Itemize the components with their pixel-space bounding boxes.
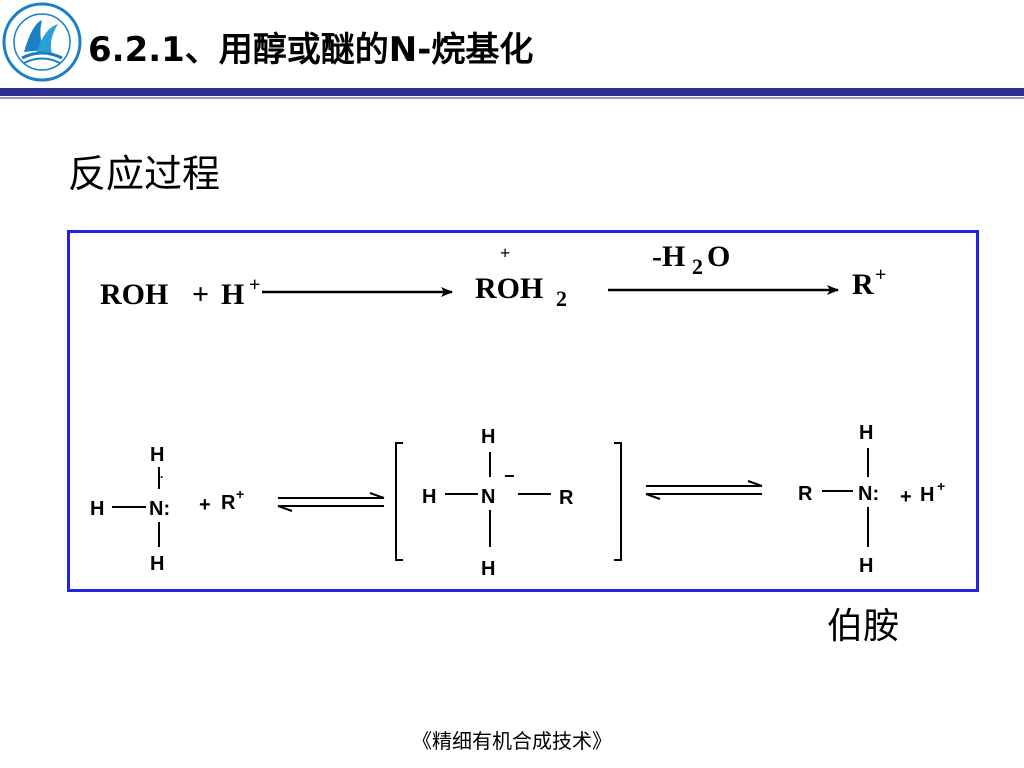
reactant-h: H [221,278,244,311]
reactant-roh: ROH [100,278,168,311]
product-label: 伯胺 [827,606,900,647]
ammonia-h-bottom: H [150,553,164,575]
condition-h2o-prefix: -H [652,240,685,273]
complex-r: R [559,487,574,509]
reaction2-plus-h: + [900,486,912,508]
ammonia-h-top: H [150,444,164,466]
ammonium-complex: H − H N R H [395,426,622,580]
product-n: N: [858,483,879,505]
left-bracket [395,442,403,561]
reaction1-plus: + [192,278,209,311]
primary-amine-structure: H R N: H [798,422,879,577]
product-r-charge: + [875,264,886,286]
intermediate-subscript: 2 [556,286,567,311]
product-h-bottom: H [859,555,873,577]
reaction2-r: R [221,492,236,514]
product-r-group: R [798,483,813,505]
university-logo-icon [2,2,82,82]
reaction2-r-charge: + [236,486,244,502]
title-divider [0,88,1024,96]
equilibrium-arrow-1 [277,492,385,512]
ammonia-n: N: [149,498,170,520]
product-r: R [852,268,874,301]
reaction2-h-charge: + [937,478,945,494]
intermediate-roh: ROH [475,272,543,305]
complex-h-bottom: H [481,558,495,580]
right-bracket [614,442,622,561]
complex-n: N [481,486,495,508]
title-divider-line [0,97,1024,99]
reaction2-h: H [920,484,934,506]
reaction-1: ROH + H + + ROH 2 -H 2 O R + [100,240,886,311]
complex-h-left: H [422,486,436,508]
slide-title: 6.2.1、用醇或醚的N-烷基化 [88,30,534,70]
reaction-box [67,230,979,592]
intermediate-charge: + [500,243,510,263]
equilibrium-arrow-2 [645,480,763,500]
footer-course-title: 《精细有机合成技术》 [412,729,612,753]
section-heading: 反应过程 [68,152,221,196]
reaction2-plus: + [199,494,211,516]
ammonia-dot: . [160,467,163,481]
complex-h-top: H [481,426,495,448]
reactant-h-charge: + [249,274,260,296]
ammonia-structure: H . H N: H [90,444,170,575]
condition-h2o-subscript: 2 [692,254,703,279]
condition-h2o-suffix: O [707,240,730,273]
ammonia-h-left: H [90,498,104,520]
product-h-top: H [859,422,873,444]
complex-charge: − [504,466,515,486]
